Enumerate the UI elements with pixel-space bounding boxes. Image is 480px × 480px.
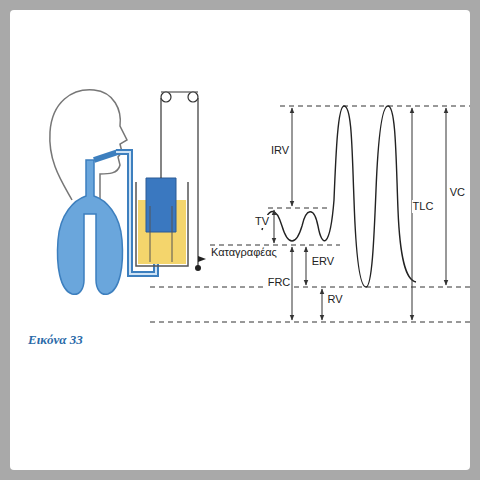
rope bbox=[197, 98, 198, 266]
capacity-label: VC bbox=[449, 186, 466, 199]
inner-wall bbox=[150, 206, 151, 262]
pulley bbox=[188, 92, 198, 102]
inner-wall bbox=[172, 206, 173, 262]
volume-label: IRV bbox=[270, 144, 290, 157]
level-lines bbox=[150, 106, 470, 322]
airway bbox=[94, 152, 118, 160]
lungs bbox=[58, 160, 123, 294]
recorder-flag bbox=[198, 256, 206, 262]
volume-label: RV bbox=[326, 293, 343, 306]
figure-caption: Εικόνα 33 bbox=[28, 332, 83, 348]
frame-inner bbox=[10, 10, 470, 470]
volume-label: TV bbox=[254, 215, 270, 228]
volume-label: FRC bbox=[267, 276, 292, 289]
volume-arrows bbox=[274, 108, 446, 320]
recorder-pen bbox=[195, 265, 201, 271]
pulley bbox=[161, 92, 171, 102]
volume-label: ERV bbox=[311, 255, 335, 268]
capacity-label: TLC bbox=[412, 200, 435, 213]
spirogram-trace bbox=[262, 106, 416, 287]
recorder-label: Καταγραφέας bbox=[210, 246, 278, 259]
rope bbox=[160, 98, 161, 178]
